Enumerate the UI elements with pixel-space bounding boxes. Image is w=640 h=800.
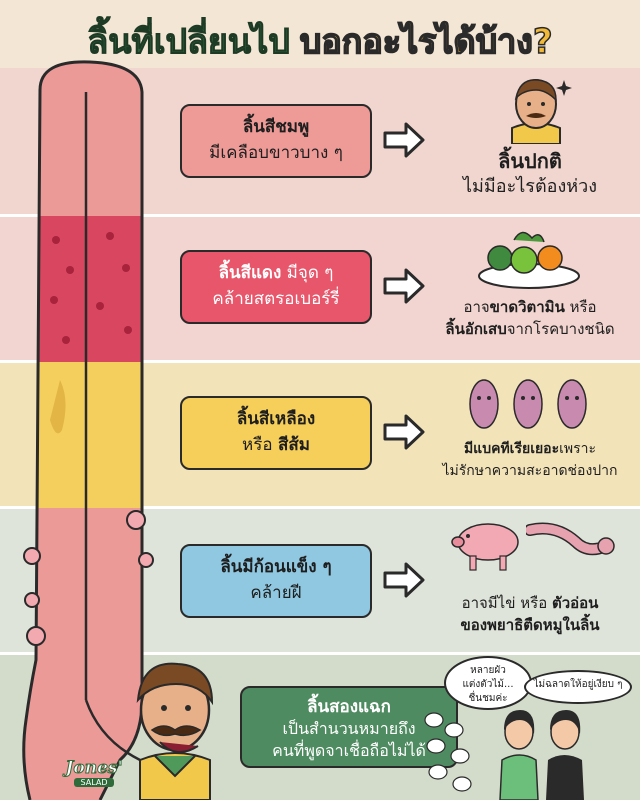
row4-description-box: ลิ้นมีก้อนแข็ง ๆ คล้ายฝี [180,544,372,618]
row3-box-line2a: หรือ [242,435,278,455]
row4-box-line2: คล้ายฝี [250,583,302,603]
title-part1: ลิ้นที่เปลี่ยนไป [87,22,290,63]
row3-result-line2: ไม่รักษาความสะอาดช่องปาก [442,463,618,479]
arrow-right-icon [383,122,425,158]
tongue-illustration [22,60,154,800]
bubble-left-line2: แต่งตัวไม้... [462,679,514,690]
row3-box-line2b: สีส้ม [277,435,310,455]
row3-result-line1a: มีแบคทีเรียเยอะ [463,441,560,457]
logo-name: Jones' [65,758,123,779]
row5-description-box: ลิ้นสองแฉก เป็นสำนวนหมายถึง คนที่พูดจาเช… [240,686,458,768]
row1-box-line1: ลิ้นสีชมพู [242,117,310,137]
brand-logo: Jones' SALAD [62,758,126,794]
row4-box-line1: ลิ้นมีก้อนแข็ง ๆ [220,557,332,577]
row1-result: ลิ้นปกติ ไม่มีอะไรต้องห่วง [420,148,640,200]
row3-result: มีแบคทีเรียเยอะเพราะ ไม่รักษาความสะอาดช่… [420,438,640,482]
worm-icon [526,522,615,556]
row2-result: อาจขาดวิตามิน หรือ ลิ้นอักเสบจากโรคบางชน… [420,296,640,340]
row2-result-line1c: หรือ [564,298,597,316]
arrow-right-icon [383,414,425,450]
fruit-plate-icon [478,231,580,289]
man-ok-icon [511,79,572,144]
row2-result-line2b: จากโรคบางชนิด [506,320,615,338]
pig-icon [451,523,519,571]
row2-result-line2a: ลิ้นอักเสบ [445,320,507,338]
speech-bubble-left: หลายผัว แต่งตัวไม้... ชื่นชมค่ะ [444,656,532,710]
bubble-left-line3: ชื่นชมค่ะ [468,693,508,704]
row1-box-line2: มีเคลือบขาวบาง ๆ [209,143,343,163]
bacteria-icon [469,379,587,429]
row3-box-line1: ลิ้นสีเหลือง [236,409,316,429]
row5-box-line2: เป็นสำนวนหมายถึง [282,719,416,738]
logo-sub: SALAD [74,778,114,787]
row2-box-line2: คล้ายสตรอเบอร์รี่ [212,289,340,309]
divider [0,506,640,509]
row4-result-line1c: ตัวอ่อน [551,594,599,612]
man-character [136,662,214,800]
divider [0,652,640,655]
speech-bubble-right: ไม่ฉลาดให้อยู่เงียบ ๆ [524,670,632,704]
row5-box-line3: คนที่พูดจาเชื่อถือไม่ได้ [272,741,426,760]
row3-result-line1b: เพราะ [559,441,597,457]
row4-result-line2: ของพยาธิตืดหมูในลิ้น [460,616,600,634]
women-characters [499,710,584,800]
arrow-right-icon [383,562,425,598]
row4-result-line1b: หรือ [515,594,552,612]
row2-box-line1a: ลิ้นสีแดง [218,263,282,283]
row3-description-box: ลิ้นสีเหลือง หรือ สีส้ม [180,396,372,470]
row1-result-line2: ไม่มีอะไรต้องห่วง [462,176,598,197]
divider [0,214,640,217]
row1-result-line1: ลิ้นปกติ [498,149,562,173]
title-band [0,0,640,68]
row2-result-line1a: อาจ [463,298,490,316]
row4-result: อาจมีไข่ หรือ ตัวอ่อน ของพยาธิตืดหมูในลิ… [420,592,640,636]
arrow-right-icon [383,268,425,304]
row2-box-line1b: มีจุด ๆ [281,263,334,283]
row2-result-line1b: ขาดวิตามิน [489,298,565,316]
divider [0,360,640,363]
row4-result-line1a: อาจมีไข่ [461,594,516,612]
bubble-left-line1: หลายผัว [470,665,506,676]
row5-box-line1: ลิ้นสองแฉก [307,697,391,717]
page-title: ลิ้นที่เปลี่ยนไปบอกอะไรได้บ้าง? [0,14,640,68]
row2-description-box: ลิ้นสีแดง มีจุด ๆ คล้ายสตรอเบอร์รี่ [180,250,372,324]
chicken-flock [424,712,472,792]
row1-description-box: ลิ้นสีชมพู มีเคลือบขาวบาง ๆ [180,104,372,178]
title-part2: บอกอะไรได้บ้าง? [299,21,553,63]
